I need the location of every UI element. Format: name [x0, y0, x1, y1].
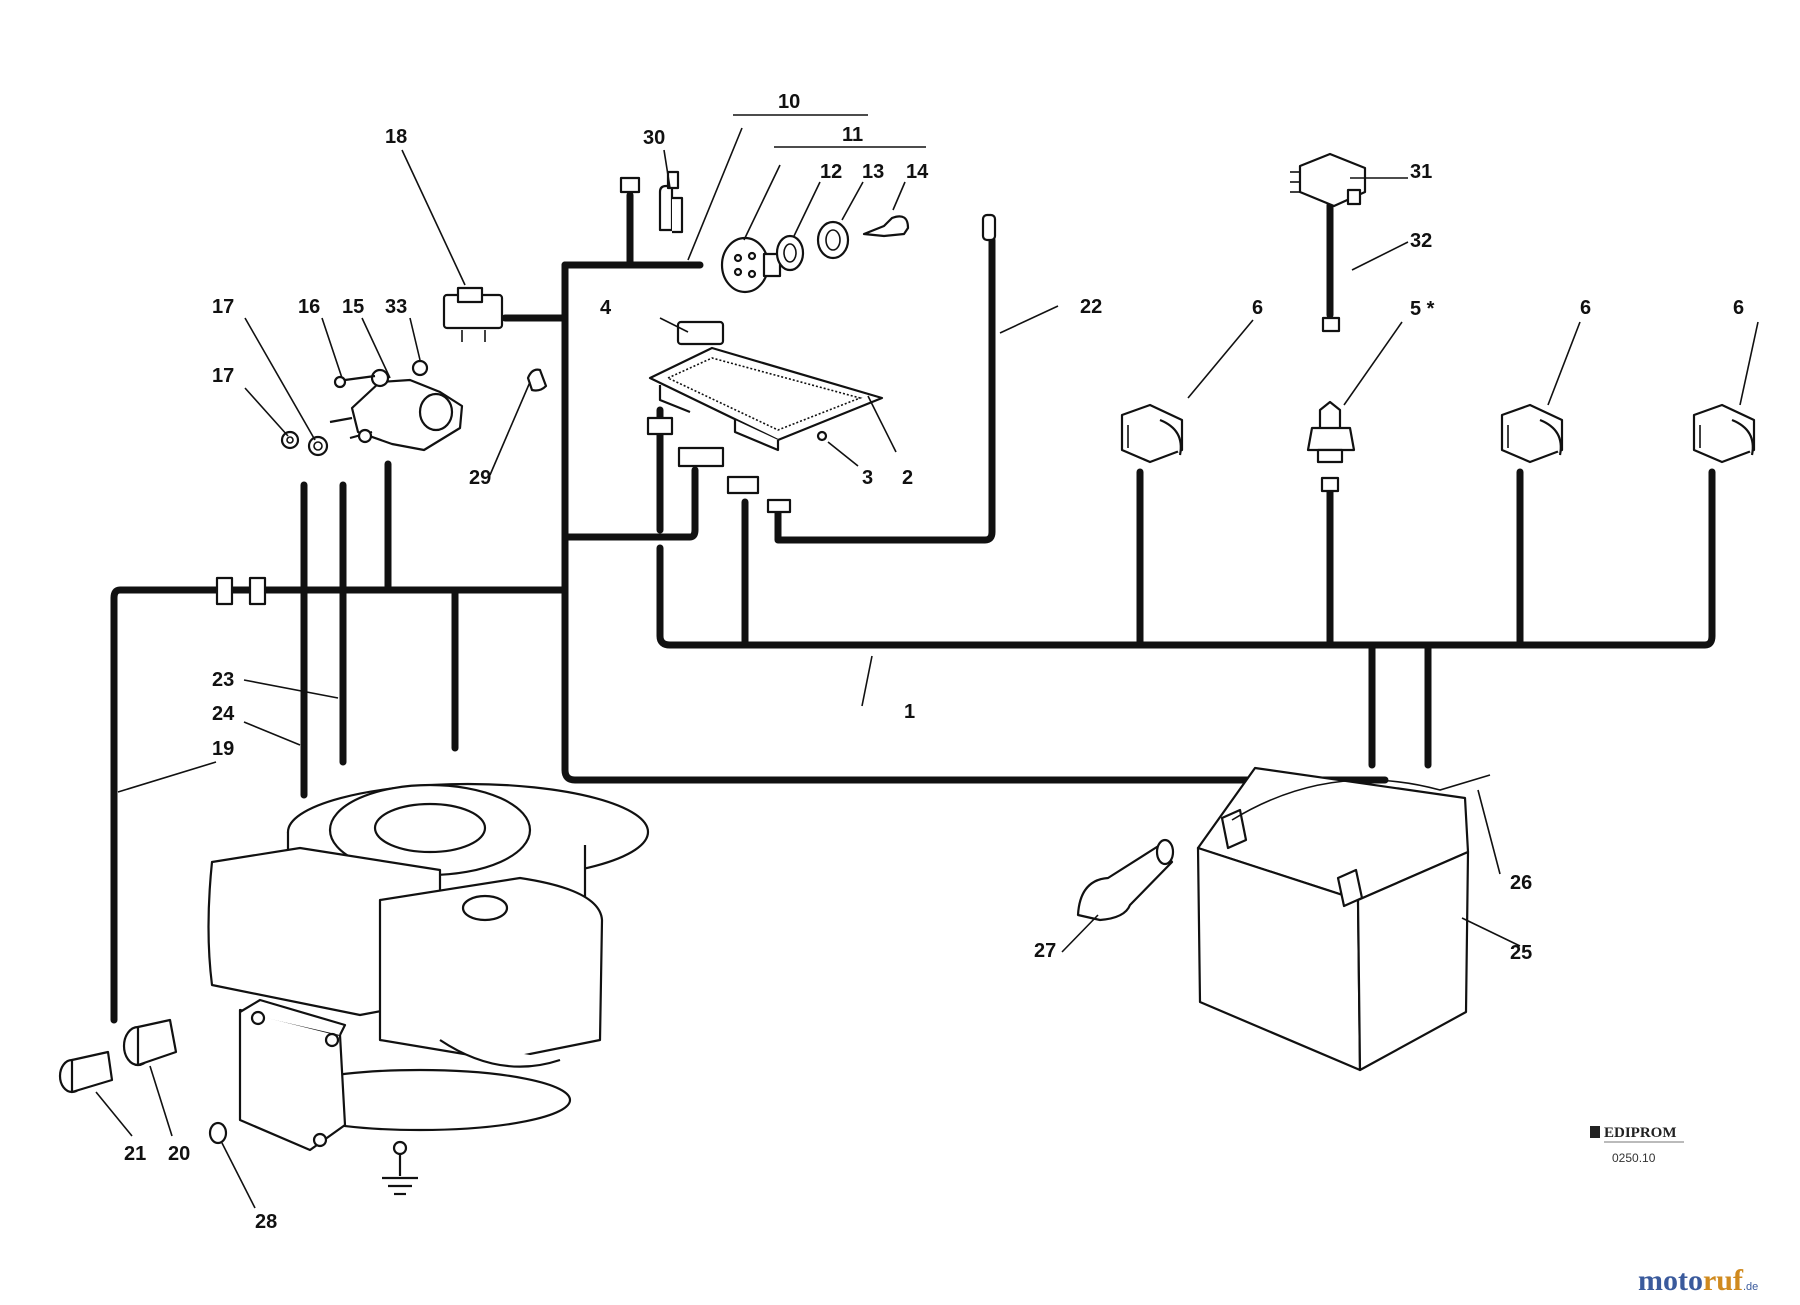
callout-1: 1: [904, 701, 915, 723]
callout-14: 14: [906, 161, 929, 183]
callout-23: 23: [212, 669, 234, 691]
nut-28: [208, 1121, 228, 1145]
callout-6b: 6: [1580, 297, 1591, 319]
watermark-suffix: .de: [1743, 1281, 1758, 1293]
fuse-4: [676, 320, 725, 346]
plug-30: [658, 170, 684, 234]
callout-12: 12: [820, 161, 842, 183]
callout-5: 5 *: [1410, 298, 1435, 320]
bulb-holder-20: [122, 1018, 178, 1067]
callout-32: 32: [1410, 230, 1432, 252]
callout-2: 2: [902, 467, 913, 489]
callout-17a: 17: [212, 296, 234, 318]
nuts-17: [280, 430, 329, 457]
connectors: [215, 176, 1341, 606]
publisher-logo-text: EDIPROM: [1604, 1125, 1677, 1141]
callout-24: 24: [212, 703, 235, 725]
callout-33: 33: [385, 296, 407, 318]
engine: [207, 782, 650, 1196]
svg-text:motoruf.de: motoruf.de: [1638, 1264, 1758, 1297]
callout-31: 31: [1410, 161, 1432, 183]
callout-3: 3: [862, 467, 873, 489]
callout-28: 28: [255, 1211, 277, 1233]
callout-21: 21: [124, 1143, 146, 1165]
safety-switch-6c: [1692, 403, 1756, 464]
watermark-part2: ruf: [1703, 1264, 1744, 1297]
publisher-logo: EDIPROM: [1590, 1125, 1684, 1143]
safety-switch-6b: [1500, 403, 1564, 464]
battery-25: [1196, 766, 1470, 1072]
callout-6c: 6: [1733, 297, 1744, 319]
callout-labels: 10 11 12 13 14 30 18 31 32 22 6 5 * 6 6 …: [124, 91, 1744, 1233]
callout-4: 4: [600, 297, 612, 319]
callout-10: 10: [778, 91, 800, 113]
callout-25: 25: [1510, 942, 1532, 964]
leader-lines: [95, 114, 1759, 1209]
callout-22: 22: [1080, 296, 1102, 318]
bulb-21: [58, 1050, 114, 1094]
callout-17b: 17: [212, 365, 234, 387]
callout-15: 15: [342, 296, 364, 318]
callout-26: 26: [1510, 872, 1532, 894]
terminal-cap-27: [1076, 838, 1175, 922]
callout-18: 18: [385, 126, 407, 148]
callout-6a: 6: [1252, 297, 1263, 319]
relay-31: [1290, 152, 1367, 208]
callout-20: 20: [168, 1143, 190, 1165]
washer-33: [411, 359, 429, 377]
sensor-5: [1306, 400, 1356, 464]
drawing-code: 0250.10: [1612, 1151, 1656, 1165]
toggle-switch-18: [442, 286, 504, 342]
callout-19: 19: [212, 738, 234, 760]
battery-strap-26: [1231, 774, 1491, 821]
watermark-part1: moto: [1638, 1264, 1703, 1297]
bolt-16: [333, 374, 376, 389]
clip-29: [526, 368, 548, 392]
circuit-board-2: [648, 346, 884, 452]
solenoid-15: [329, 368, 464, 452]
callout-30: 30: [643, 127, 665, 149]
ignition-switch-assembly: [720, 215, 910, 294]
safety-switch-6a: [1120, 403, 1184, 464]
watermark: motoruf.de: [1638, 1264, 1758, 1297]
callout-16: 16: [298, 296, 320, 318]
callout-29: 29: [469, 467, 491, 489]
callout-27: 27: [1034, 940, 1056, 962]
callout-13: 13: [862, 161, 884, 183]
callout-11: 11: [842, 124, 863, 146]
